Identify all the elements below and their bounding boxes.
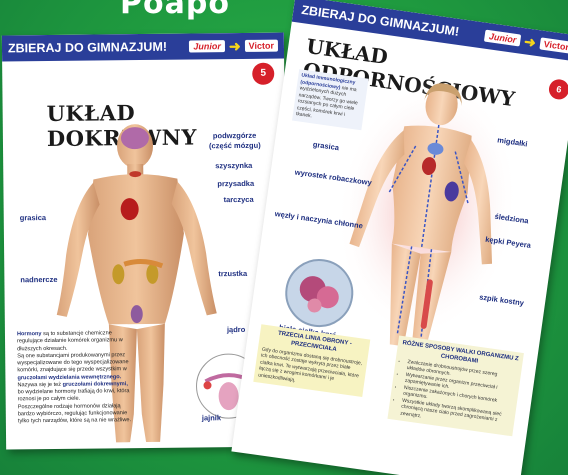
white-blood-cells-inset [280, 254, 359, 333]
label-nadnercze: nadnercze [20, 275, 57, 284]
label-podwzgorze: podwzgórze [213, 131, 256, 140]
label-trzustka: trzustka [218, 269, 247, 278]
label-jadro: jądro [227, 325, 245, 334]
poster1-number-badge: 5 [252, 63, 274, 85]
right-leg [137, 324, 166, 442]
label-grasica: grasica [20, 213, 46, 222]
label-przysadka: przysadka [217, 179, 254, 188]
junior-logo: Junior [189, 40, 225, 52]
victor-logo: Victor [539, 37, 568, 54]
label-podwzgorze-sub: (część mózgu) [209, 141, 261, 151]
label-szyszynka: szyszynka [215, 161, 252, 170]
top-title-text: Poapo [120, 0, 230, 21]
poster1-header: ZBIERAJ DO GIMNAZJUM! Junior ➜ Victor [2, 33, 284, 62]
ways-to-fight-box: RÓŻNE SPOSOBY WALKI ORGANIZMU Z CHOROBAM… [387, 336, 523, 437]
poster1-brand: Junior ➜ Victor [189, 37, 278, 55]
arrow-icon: ➜ [523, 33, 537, 51]
label-tarczyca: tarczyca [224, 195, 254, 204]
junior-logo: Junior [484, 30, 521, 47]
hormones-text-block: Hormony są to substancje chemiczne regul… [17, 330, 134, 426]
arrow-icon: ➜ [229, 37, 241, 54]
victor-logo: Victor [245, 40, 278, 52]
poster1-header-text: ZBIERAJ DO GIMNAZJUM! [8, 40, 167, 56]
label-jajnik: jajnik [202, 413, 221, 422]
poster2-brand: Junior ➜ Victor [484, 27, 568, 56]
torso [87, 174, 185, 325]
